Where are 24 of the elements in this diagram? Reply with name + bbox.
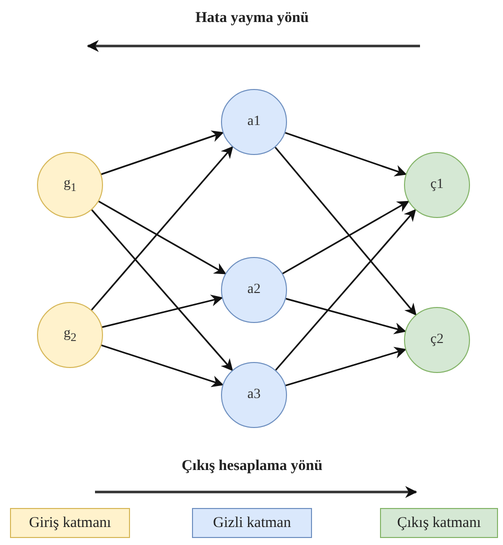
arrow <box>286 298 406 334</box>
arrow <box>98 200 226 274</box>
arrow <box>91 209 234 372</box>
neuron-label: a1 <box>247 114 261 130</box>
arrow <box>284 132 407 176</box>
neuron-label: g$_{1}$ <box>64 176 76 194</box>
neuron-label: g$_{2}$ <box>64 326 76 344</box>
legend-label: Çıkış katmanı <box>397 514 481 532</box>
legend-label: Giriş katmanı <box>28 514 112 532</box>
arrow <box>100 130 224 176</box>
arrow <box>101 344 224 388</box>
arrow <box>90 146 234 311</box>
direction-label: Çıkış hesaplama yönü <box>182 458 322 475</box>
arrow <box>285 346 407 386</box>
arrow <box>274 146 417 316</box>
neuron-label: a3 <box>247 387 261 403</box>
neuron-label: ç2 <box>430 332 444 348</box>
neuron-label: ç1 <box>430 177 444 193</box>
arrow <box>275 208 416 371</box>
legend-label: Gizli katman <box>213 514 291 532</box>
arrow <box>102 294 224 328</box>
direction-label: Hata yayma yönü <box>195 10 309 27</box>
neuron-label: a2 <box>247 282 261 298</box>
arrow <box>282 200 410 274</box>
